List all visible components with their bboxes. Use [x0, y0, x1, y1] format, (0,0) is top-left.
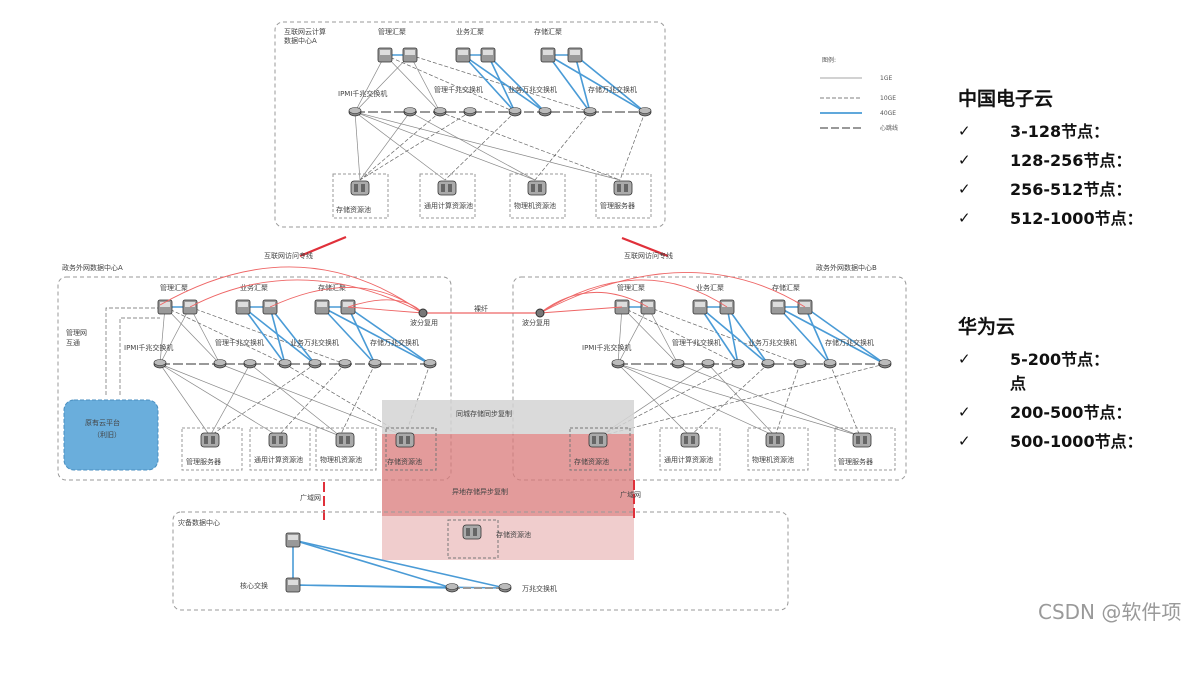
right-storage-cluster-label: 存储汇聚 — [772, 283, 800, 292]
wave-split-left-label: 波分复用 — [410, 318, 438, 327]
sync-copy-label: 同城存储同步复制 — [456, 409, 512, 418]
wan-links: 广域网 广域网 — [300, 480, 641, 520]
core-switch-label: 核心交换 — [240, 581, 268, 590]
check-icon: ✓ — [958, 122, 971, 140]
check-icon: ✓ — [958, 403, 971, 421]
right-biz-switch-label: 业务万兆交换机 — [748, 338, 797, 347]
top-datacenter: 互联网云计算 数据中心A 管理汇聚 业务汇聚 存储汇聚 — [274, 21, 666, 228]
mgmt-net-label-2: 互通 — [66, 338, 80, 347]
left-mgmt-switch-label: 管理千兆交换机 — [215, 338, 264, 347]
right-compute-pool-label: 通用计算资源池 — [664, 455, 713, 464]
list-item: ✓128-256节点： — [958, 146, 1131, 175]
check-icon: ✓ — [958, 432, 971, 450]
backup-dc-label: 灾备数据中心 — [178, 518, 220, 527]
wan-right-label: 广域网 — [620, 490, 641, 499]
inter-dc-links: 波分复用 波分复用 裸纤 — [159, 266, 806, 327]
left-biz-switch-label: 业务万兆交换机 — [290, 338, 339, 347]
legend-item-40ge: 40GE — [880, 110, 896, 117]
list-item: ✓5-200节点： — [958, 345, 1109, 374]
right-dc-label: 政务外网数据中心B — [816, 263, 877, 272]
legend-item-heartbeat: 心跳线 — [880, 124, 898, 132]
left-physical-pool-label: 物理机资源池 — [320, 455, 362, 464]
top-mgmt-switch-label: 管理千兆交换机 — [434, 85, 483, 94]
left-mgmt-pool-label: 管理服务器 — [186, 457, 221, 466]
private-cloud-label-1: 原有云平台 — [85, 418, 120, 427]
left-storage-switch-label: 存储万兆交换机 — [370, 338, 419, 347]
bare-fiber-label: 裸纤 — [474, 304, 488, 313]
check-icon: ✓ — [958, 350, 971, 368]
left-ipmi-label: IPMI千兆交换机 — [124, 343, 173, 352]
mgmt-net-label-1: 管理网 — [66, 328, 87, 337]
top-compute-pool-label: 通用计算资源池 — [424, 201, 473, 210]
china-cloud-title: 中国电子云 — [958, 88, 1054, 110]
list-item-continuation: 点 — [1010, 374, 1027, 393]
wave-split-right-label: 波分复用 — [522, 318, 550, 327]
top-ipmi-label: IPMI千兆交换机 — [338, 89, 387, 98]
list-item: ✓200-500节点： — [958, 398, 1131, 427]
tengig-switch-label: 万兆交换机 — [522, 584, 557, 593]
left-mgmt-cluster-label: 管理汇聚 — [160, 283, 188, 292]
top-dc-label-2: 数据中心A — [284, 36, 317, 45]
right-physical-pool-label: 物理机资源池 — [752, 455, 794, 464]
internet-lines: 互联网访问专线 互联网访问专线 — [264, 235, 673, 260]
list-item: ✓512-1000节点： — [958, 204, 1143, 233]
right-storage-pool-label: 存储资源池 — [574, 457, 609, 466]
top-biz-switch-label: 业务万兆交换机 — [508, 85, 557, 94]
right-mgmt-pool-label: 管理服务器 — [838, 457, 873, 466]
huawei-cloud-title: 华为云 — [958, 316, 1016, 338]
top-mgmt-server-label: 管理服务器 — [600, 201, 635, 210]
backup-datacenter: 灾备数据中心 存储资源池 核心交换 万兆交换机 — [172, 511, 789, 611]
replication-zones: 同城存储同步复制 异地存储异步复制 存储资源池 存储资源池 — [382, 400, 634, 560]
china-cloud-panel: 中国电子云 ✓3-128节点： ✓128-256节点： ✓256-512节点： … — [958, 84, 1143, 233]
huawei-cloud-panel: 华为云 ✓5-200节点： 点 ✓200-500节点： ✓500-1000节点： — [958, 312, 1143, 456]
left-biz-cluster-label: 业务汇聚 — [240, 283, 268, 292]
right-mgmt-switch-label: 管理千兆交换机 — [672, 338, 721, 347]
top-storage-pool-label: 存储资源池 — [336, 205, 371, 214]
backup-storage-label: 存储资源池 — [496, 530, 531, 539]
china-cloud-list: ✓3-128节点： ✓128-256节点： ✓256-512节点： ✓512-1… — [958, 117, 1143, 233]
async-copy-label: 异地存储异步复制 — [452, 487, 508, 496]
list-item: ✓500-1000节点： — [958, 427, 1143, 456]
right-biz-cluster-label: 业务汇聚 — [696, 283, 724, 292]
list-item: ✓256-512节点： — [958, 175, 1131, 204]
top-physical-pool-label: 物理机资源池 — [514, 201, 556, 210]
top-storage-cluster-label: 存储汇聚 — [534, 27, 562, 36]
left-storage-pool-label: 存储资源池 — [387, 457, 422, 466]
top-storage-switch-label: 存储万兆交换机 — [588, 85, 637, 94]
watermark: CSDN @软件项 — [1038, 600, 1182, 624]
legend: 图例: 1GE 10GE 40GE 心跳线 — [820, 56, 898, 132]
top-mgmt-cluster-label: 管理汇聚 — [378, 27, 406, 36]
top-biz-cluster-label: 业务汇聚 — [456, 27, 484, 36]
check-icon: ✓ — [958, 151, 971, 169]
legend-item-10ge: 10GE — [880, 95, 896, 102]
huawei-cloud-list: ✓5-200节点： 点 ✓200-500节点： ✓500-1000节点： — [958, 345, 1143, 456]
right-datacenter: 政务外网数据中心B 管理汇聚 业务汇聚 存储汇聚 — [512, 263, 907, 481]
left-compute-pool-label: 通用计算资源池 — [254, 455, 303, 464]
left-dc-label: 政务外网数据中心A — [62, 263, 123, 272]
left-storage-cluster-label: 存储汇聚 — [318, 283, 346, 292]
internet-line-left-label: 互联网访问专线 — [264, 251, 313, 260]
right-mgmt-cluster-label: 管理汇聚 — [617, 283, 645, 292]
wan-left-label: 广域网 — [300, 493, 321, 502]
internet-line-right-label: 互联网访问专线 — [624, 251, 673, 260]
check-icon: ✓ — [958, 180, 971, 198]
list-item: ✓3-128节点： — [958, 117, 1109, 146]
legend-item-1ge: 1GE — [880, 75, 892, 82]
top-dc-label-1: 互联网云计算 — [284, 27, 326, 36]
legend-title: 图例: — [822, 56, 836, 64]
right-storage-switch-label: 存储万兆交换机 — [825, 338, 874, 347]
left-datacenter: 政务外网数据中心A 管理汇聚 业务汇聚 存储汇聚 管理网 互通 — [57, 263, 452, 481]
check-icon: ✓ — [958, 209, 971, 227]
right-ipmi-label: IPMI千兆交换机 — [582, 343, 631, 352]
private-cloud-label-2: （利旧） — [93, 430, 121, 439]
